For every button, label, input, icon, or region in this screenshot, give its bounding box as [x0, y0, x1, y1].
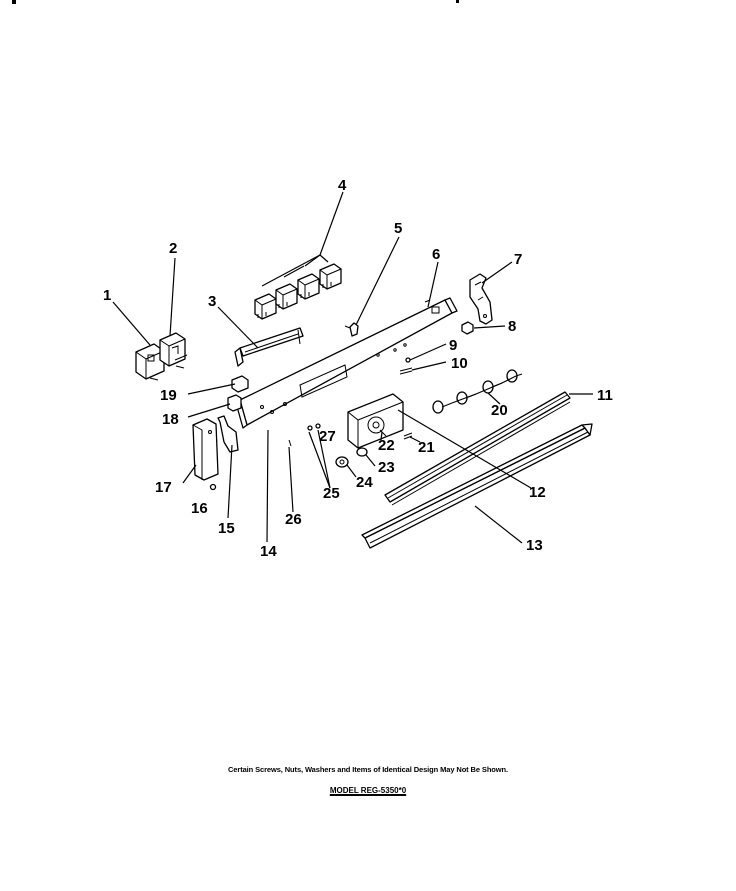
- part-23-knob: [356, 447, 368, 457]
- callout-20: 20: [491, 402, 508, 419]
- callout-16: 16: [191, 500, 208, 517]
- callout-3: 3: [208, 293, 216, 310]
- part-14-control-panel: [235, 297, 458, 429]
- corner-mark-right: [456, 0, 459, 3]
- part-3-bracket: [234, 327, 304, 367]
- callout-9: 9: [449, 337, 457, 354]
- callout-25: 25: [323, 485, 340, 502]
- callout-23: 23: [378, 459, 395, 476]
- part-4-switches: [254, 263, 342, 320]
- callout-18: 18: [162, 411, 179, 428]
- part-20-knobs: [432, 369, 523, 414]
- part-12-timer: [347, 393, 404, 449]
- part-11-trim-strip: [384, 391, 571, 506]
- callout-8: 8: [508, 318, 516, 335]
- part-17-side-bracket: [192, 418, 219, 481]
- part-7-end-bracket: [469, 273, 493, 325]
- callout-13: 13: [526, 537, 543, 554]
- callout-19: 19: [160, 387, 177, 404]
- model-number: MODEL REG-5350*0: [0, 786, 736, 795]
- callout-10: 10: [451, 355, 468, 372]
- part-5-clip: [344, 322, 359, 337]
- part-15-side-bracket: [217, 415, 239, 453]
- callout-17: 17: [155, 479, 172, 496]
- corner-mark-left: [12, 0, 16, 4]
- callout-15: 15: [218, 520, 235, 537]
- part-13-trim-strip: [361, 423, 593, 549]
- callout-4: 4: [338, 177, 347, 194]
- callout-6: 6: [432, 246, 440, 263]
- part-24-knob: [335, 456, 349, 468]
- part-21-screw: [403, 432, 413, 440]
- callout-12: 12: [529, 484, 546, 501]
- model-number-text: MODEL REG-5350*0: [329, 786, 407, 795]
- callout-22: 22: [378, 437, 395, 454]
- part-9-10-screws: [399, 357, 413, 375]
- callout-26: 26: [285, 511, 302, 528]
- disclaimer-note: Certain Screws, Nuts, Washers and Items …: [227, 765, 508, 774]
- part-18-19-brackets: [227, 375, 249, 412]
- callout-7: 7: [514, 251, 522, 268]
- leader-lines: [112, 191, 593, 544]
- callout-2: 2: [169, 240, 177, 257]
- callout-24: 24: [356, 474, 373, 491]
- callout-21: 21: [418, 439, 435, 456]
- callout-labels: 1 2 3 4 5 6 7 8 9 10 11 12 13 14 15 16 1…: [103, 177, 613, 560]
- part-8-nut: [461, 321, 474, 335]
- callout-14: 14: [260, 543, 277, 560]
- part-1-2-switch-block: [135, 332, 188, 381]
- part-22-screw: [379, 429, 387, 437]
- callout-5: 5: [394, 220, 402, 237]
- callout-27: 27: [319, 428, 336, 445]
- callout-1: 1: [103, 287, 111, 304]
- part-16-screw: [209, 483, 217, 491]
- callout-11: 11: [597, 387, 613, 404]
- part-25-27-screws: [288, 423, 321, 447]
